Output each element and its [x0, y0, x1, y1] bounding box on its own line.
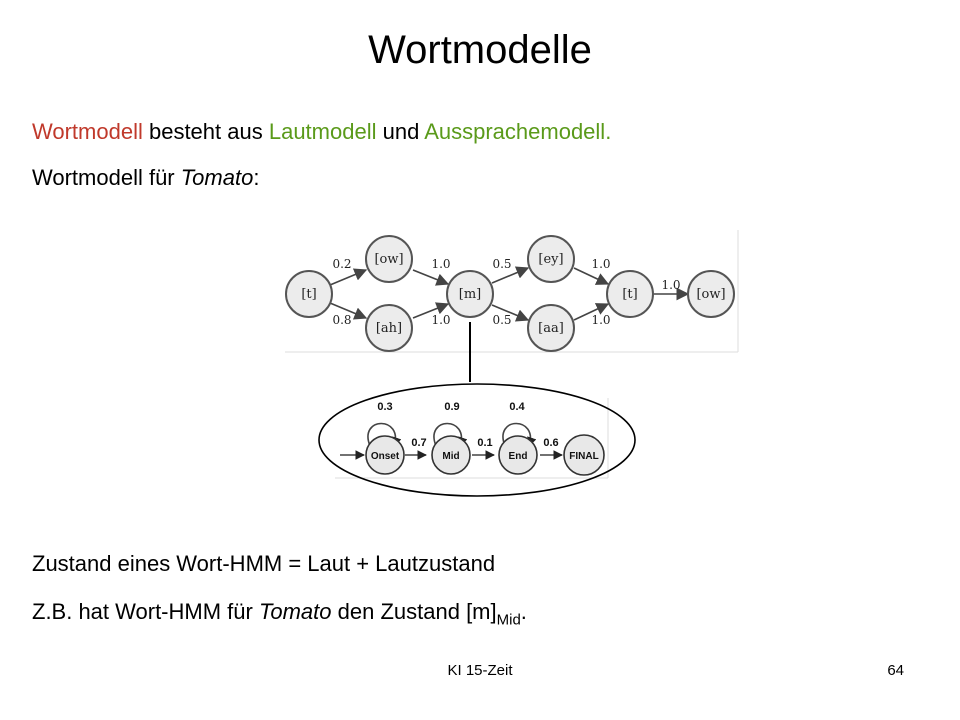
- example-tomato-word: Tomato: [258, 599, 332, 624]
- edge-ey-t: [573, 267, 610, 285]
- phone-node-label-end: End: [509, 451, 528, 462]
- tomato-line-prefix: Wortmodell für: [32, 165, 181, 190]
- edge-label-aa-t: 1.0: [591, 313, 610, 327]
- self-loop-mid: [433, 422, 468, 447]
- node-label-t1: [t]: [301, 287, 316, 302]
- transition-label-mid-end: 0.1: [477, 437, 492, 449]
- footer-page-number: 64: [887, 662, 904, 679]
- edge-m-aa: [491, 304, 530, 322]
- phone-model-node-mid: Mid: [431, 435, 471, 475]
- transition-label-onset-mid: 0.7: [411, 437, 426, 449]
- word-model-node-aa: [aa]: [527, 304, 575, 352]
- node-label-m: [m]: [459, 287, 481, 302]
- word-model-node-ah: [ah]: [365, 304, 413, 352]
- edge-label-m-aa: 0.5: [492, 313, 511, 327]
- edge-ah-m: [412, 302, 450, 319]
- tomato-line: Wortmodell für Tomato:: [32, 164, 259, 192]
- self-loop-label-onset: 0.3: [377, 401, 392, 413]
- phone-model-node-end: End: [498, 435, 538, 475]
- edge-label-t-ow: 0.2: [332, 257, 351, 271]
- self-loop-label-mid: 0.9: [444, 401, 459, 413]
- node-label-aa: [aa]: [538, 321, 564, 336]
- edge-aa-t: [573, 303, 610, 321]
- word-model-node-ow2: [ow]: [687, 270, 735, 318]
- edge-label-t-ah: 0.8: [332, 313, 351, 327]
- phone-model-node-onset: Onset: [365, 435, 405, 475]
- node-label-ah: [ah]: [376, 321, 402, 336]
- tomato-word: Tomato: [180, 165, 254, 190]
- text-connector-2: und: [376, 119, 425, 144]
- example-line-suffix: .: [520, 599, 527, 624]
- word-model-node-ey: [ey]: [527, 235, 575, 283]
- word-model-node-ow1: [ow]: [365, 235, 413, 283]
- term-lautmodell: Lautmodell: [268, 119, 377, 144]
- node-label-ow2: [ow]: [696, 287, 725, 302]
- self-loop-onset: [367, 422, 402, 447]
- transition-label-end-final: 0.6: [543, 437, 558, 449]
- example-line: Z.B. hat Wort-HMM für Tomato den Zustand…: [32, 598, 527, 634]
- term-aussprachemodell: Aussprachemodell.: [424, 119, 612, 144]
- self-loop-label-end: 0.4: [509, 401, 525, 413]
- self-loop-end: [502, 422, 537, 447]
- phone-node-label-final: FINAL: [569, 451, 598, 462]
- term-wortmodell: Wortmodell: [32, 119, 143, 144]
- example-line-prefix: Z.B. hat Wort-HMM für: [32, 599, 259, 624]
- node-label-t2: [t]: [622, 287, 637, 302]
- word-model-node-m: [m]: [446, 270, 494, 318]
- word-model-node-t1: [t]: [285, 270, 333, 318]
- edge-label-m-ey: 0.5: [492, 257, 511, 271]
- word-model-edges: [329, 266, 690, 322]
- example-line-subscript: Mid: [496, 611, 521, 629]
- edge-t-ah: [329, 302, 368, 320]
- edge-label-ey-t: 1.0: [591, 257, 610, 271]
- text-connector-1: besteht aus: [142, 119, 269, 144]
- intro-line: Wortmodell besteht aus Lautmodell und Au…: [32, 118, 611, 146]
- phone-model-node-final: FINAL: [563, 434, 605, 476]
- edge-m-ey: [491, 266, 530, 284]
- edge-label-t-ow-final: 1.0: [661, 278, 680, 292]
- edge-ow-m: [412, 269, 450, 286]
- phone-node-label-onset: Onset: [371, 451, 400, 462]
- tomato-line-suffix: :: [253, 165, 260, 190]
- edge-label-ah-m: 1.0: [431, 313, 450, 327]
- edge-label-ow-m: 1.0: [431, 257, 450, 271]
- slide-title: Wortmodelle: [368, 28, 592, 72]
- node-label-ey: [ey]: [538, 252, 563, 267]
- word-model-node-t2: [t]: [606, 270, 654, 318]
- phone-node-label-mid: Mid: [442, 451, 459, 462]
- state-definition-line: Zustand eines Wort-HMM = Laut + Lautzust…: [32, 551, 496, 576]
- phone-model-ellipse: [318, 383, 636, 497]
- example-line-middle: den Zustand [m]: [331, 599, 497, 624]
- edge-t-ow: [329, 268, 368, 286]
- node-label-ow1: [ow]: [374, 252, 403, 267]
- footer-course-label: KI 15-Zeit: [447, 662, 513, 679]
